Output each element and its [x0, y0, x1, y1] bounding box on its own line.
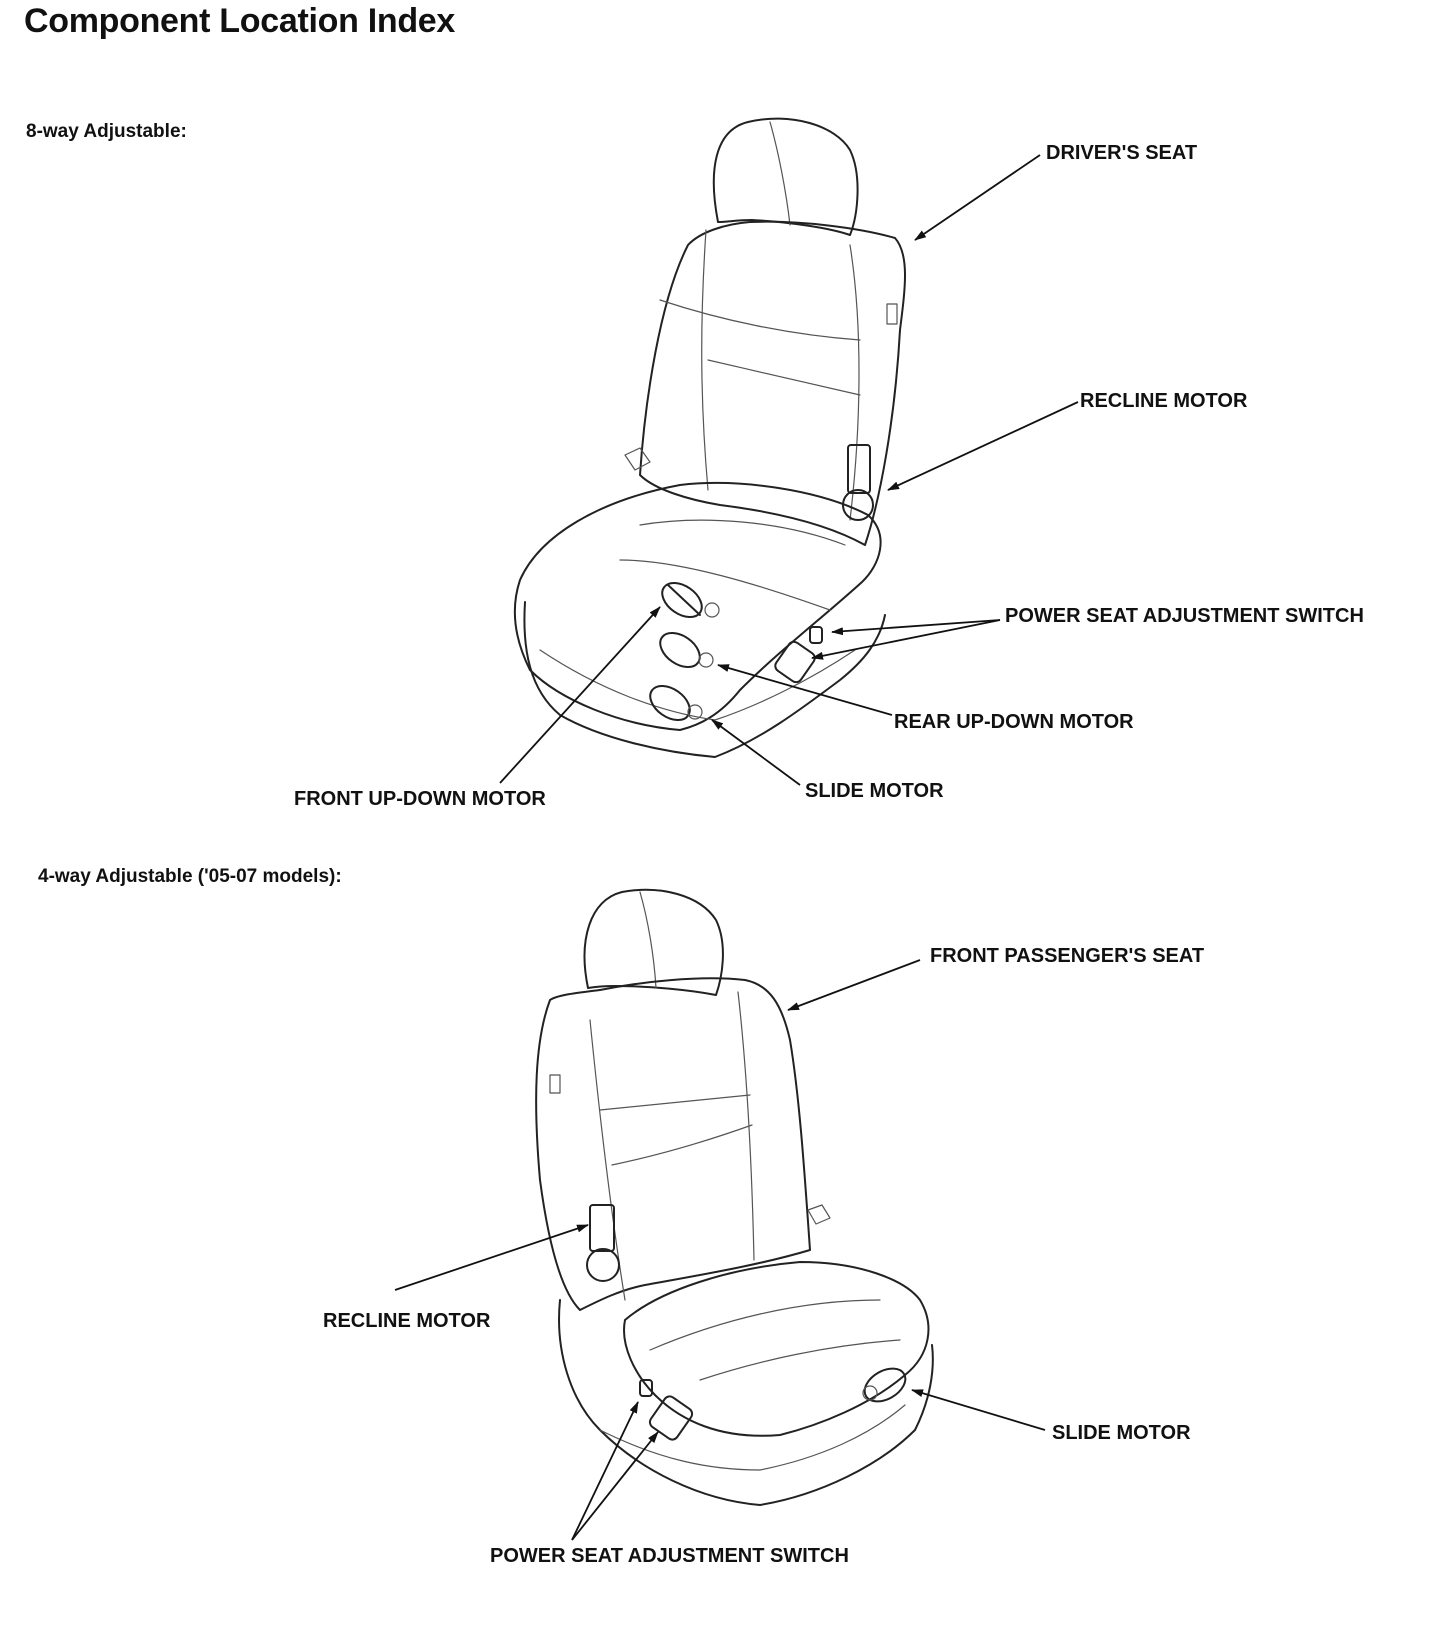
label-drivers-seat: DRIVER'S SEAT	[1046, 142, 1198, 164]
label-slide-motor-4way: SLIDE MOTOR	[1052, 1422, 1191, 1444]
label-power-seat-switch-8way: POWER SEAT ADJUSTMENT SWITCH	[1005, 605, 1364, 627]
passenger-seat-leaders	[394, 959, 1046, 1541]
drivers-seat-drawing	[513, 117, 906, 758]
drivers-seat-leaders	[499, 154, 1079, 786]
section-heading-4-way: 4-way Adjustable ('05-07 models):	[38, 866, 342, 887]
label-rear-up-down-motor: REAR UP-DOWN MOTOR	[894, 711, 1134, 733]
label-slide-motor-8way: SLIDE MOTOR	[805, 780, 944, 802]
label-recline-motor-8way: RECLINE MOTOR	[1080, 390, 1248, 412]
label-power-seat-switch-4way: POWER SEAT ADJUSTMENT SWITCH	[490, 1545, 849, 1567]
section-heading-8-way: 8-way Adjustable:	[26, 121, 187, 142]
label-front-passengers-seat: FRONT PASSENGER'S SEAT	[930, 945, 1205, 967]
passenger-seat-drawing	[535, 888, 934, 1506]
label-front-up-down-motor: FRONT UP-DOWN MOTOR	[294, 788, 546, 810]
page-title: Component Location Index	[24, 2, 456, 40]
label-recline-motor-4way: RECLINE MOTOR	[323, 1310, 491, 1332]
